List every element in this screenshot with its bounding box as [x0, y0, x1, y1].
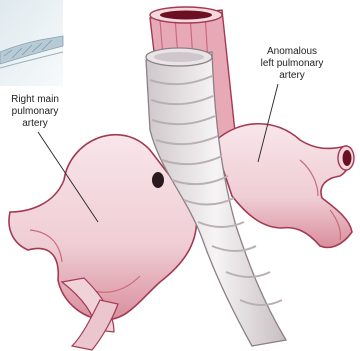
label-anomalous-left-pulmonary-artery: Anomalous left pulmonary artery	[252, 46, 332, 82]
label-right-main-pulmonary-artery: Right main pulmonary artery	[2, 94, 68, 130]
stent-photo-icon	[0, 0, 63, 86]
